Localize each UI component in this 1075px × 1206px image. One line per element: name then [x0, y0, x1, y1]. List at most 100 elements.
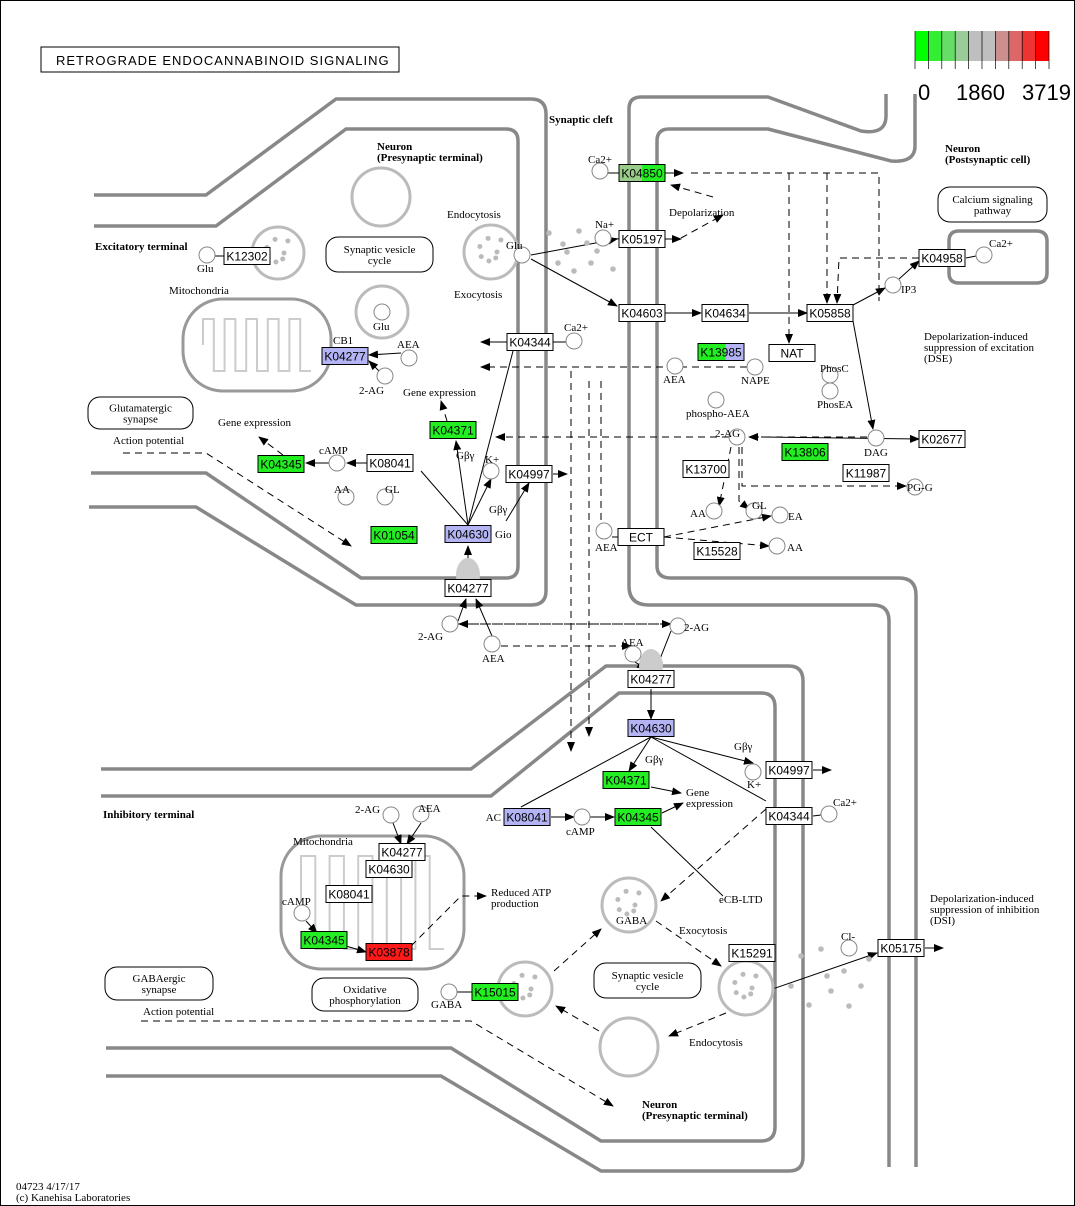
compound-k-[interactable]: K+ [482, 454, 500, 480]
compound-2-ag[interactable]: 2-AG [669, 617, 709, 635]
compound-label: AA [690, 508, 706, 520]
compound-ea[interactable]: EA [771, 506, 803, 524]
gene-k04997[interactable]: K04997 [505, 465, 553, 483]
compound-aea[interactable]: AEA [482, 635, 505, 665]
reaction-arrow [833, 257, 919, 304]
gene-k05197[interactable]: K05197 [618, 230, 666, 248]
gene-k15528[interactable]: K15528 [693, 542, 741, 560]
gene-k04630[interactable]: K04630 [365, 860, 413, 878]
gene-k04850[interactable]: K04850 [618, 164, 666, 182]
compound-aea[interactable]: AEA [397, 339, 420, 367]
gene-k04344[interactable]: K04344 [506, 333, 554, 351]
compound-aea[interactable]: AEA [412, 803, 441, 823]
compound-phosc[interactable]: PhosC [820, 363, 849, 384]
gene-k13985[interactable]: K13985 [697, 343, 745, 361]
compound-2-ag[interactable]: 2-AG [715, 428, 746, 446]
compound-aa[interactable]: AA [768, 537, 803, 555]
gene-k04277[interactable]: K04277 [627, 670, 675, 688]
compound-aa[interactable]: AA [334, 484, 355, 506]
gene-k15015[interactable]: K15015 [471, 983, 519, 1001]
compound-gl[interactable]: GL [376, 484, 400, 506]
compound-gl[interactable]: GL [745, 500, 767, 520]
gene-k04634[interactable]: K04634 [701, 304, 749, 322]
gene-k04345[interactable]: K04345 [300, 931, 348, 949]
pathway-link-label[interactable]: phosphorylation [329, 995, 401, 1007]
gene-k05175[interactable]: K05175 [877, 939, 925, 957]
compound-phosea[interactable]: PhosEA [817, 382, 853, 411]
gene-k01054[interactable]: K01054 [370, 526, 418, 544]
gene-nat[interactable]: NAT [768, 344, 816, 362]
compound-aea[interactable]: AEA [595, 522, 618, 554]
gene-k04344[interactable]: K04344 [765, 807, 813, 825]
gene-ect[interactable]: ECT [617, 528, 665, 546]
compound-na-[interactable]: Na+ [594, 219, 614, 247]
compound-gaba[interactable]: GABA [431, 983, 462, 1011]
gene-k04371[interactable]: K04371 [602, 771, 650, 789]
compound-camp[interactable]: cAMP [282, 896, 311, 922]
compound-2-ag[interactable]: 2-AG [359, 367, 394, 397]
pathway-link-label[interactable]: synapse [142, 984, 177, 996]
compound-nape[interactable]: NAPE [741, 358, 770, 387]
compound-ip3[interactable]: IP3 [884, 276, 917, 296]
gene-k02677[interactable]: K02677 [918, 430, 966, 448]
gene-k05858[interactable]: K05858 [806, 304, 854, 322]
pathway-link-label[interactable]: Synaptic vesicle [612, 970, 684, 982]
gene-k04345[interactable]: K04345 [257, 455, 305, 473]
compound-glu[interactable]: Glu [506, 240, 531, 264]
pathway-link-label[interactable]: Calcium signaling [952, 194, 1033, 206]
compound-ca2-[interactable]: Ca2+ [564, 322, 588, 350]
pathway-link-label[interactable]: synapse [123, 414, 158, 426]
compound-aea[interactable]: AEA [621, 637, 644, 663]
gene-k08041[interactable]: K08041 [325, 885, 373, 903]
pathway-link-label[interactable]: cycle [368, 255, 391, 267]
vesicle-content [732, 980, 738, 986]
compound-glu[interactable]: Glu [197, 246, 216, 275]
gene-k04277[interactable]: K04277 [444, 579, 492, 597]
gene-k04371[interactable]: K04371 [429, 421, 477, 439]
gene-k04997[interactable]: K04997 [765, 761, 813, 779]
compound-phospho-aea[interactable]: phospho-AEA [686, 391, 750, 420]
compound-gaba[interactable]: GABA [616, 915, 647, 927]
gene-k03878[interactable]: K03878 [365, 943, 413, 961]
compound-aa[interactable]: AA [690, 502, 723, 520]
pathway-link-label[interactable]: GABAergic [133, 973, 186, 985]
compound-ca2-[interactable]: Ca2+ [588, 154, 612, 180]
gene-k04277[interactable]: K04277 [378, 843, 426, 861]
pathway-link-label[interactable]: Oxidative [343, 984, 386, 996]
compound-camp[interactable]: cAMP [319, 445, 348, 472]
compound-2-ag[interactable]: 2-AG [418, 615, 459, 643]
pathway-link-label[interactable]: Synaptic vesicle [344, 244, 416, 256]
compound-pg-g[interactable]: PG-G [906, 478, 933, 496]
gene-k04603[interactable]: K04603 [618, 304, 666, 322]
compound-dag[interactable]: DAG [864, 429, 888, 459]
compound-camp[interactable]: cAMP [566, 808, 595, 838]
compound-ca2-[interactable]: Ca2+ [975, 238, 1013, 264]
compound-glu[interactable]: Glu [373, 303, 391, 333]
gene-k13806[interactable]: K13806 [781, 443, 829, 461]
gene-k13700[interactable]: K13700 [682, 460, 730, 478]
gene-k11987[interactable]: K11987 [842, 464, 890, 482]
gene-k12302[interactable]: K12302 [223, 247, 271, 265]
gene-k04630[interactable]: K04630 [627, 719, 675, 737]
compound-aea[interactable]: AEA [663, 357, 686, 386]
gene-k04345[interactable]: K04345 [614, 808, 662, 826]
compound-ca2-[interactable]: Ca2+ [820, 797, 857, 823]
compound-2-ag[interactable]: 2-AG [355, 804, 400, 824]
gene-k08041[interactable]: K08041 [366, 454, 414, 472]
gene-k04958[interactable]: K04958 [918, 249, 966, 267]
compound-k-[interactable]: K+ [744, 763, 762, 791]
compound-cl-[interactable]: Cl- [840, 931, 858, 957]
pathway-link-label[interactable]: cycle [636, 981, 659, 993]
pathway-link-label[interactable]: pathway [974, 205, 1012, 217]
pathway-link-label[interactable]: Glutamatergic [109, 403, 172, 415]
gene-k15291[interactable]: K15291 [728, 944, 776, 962]
